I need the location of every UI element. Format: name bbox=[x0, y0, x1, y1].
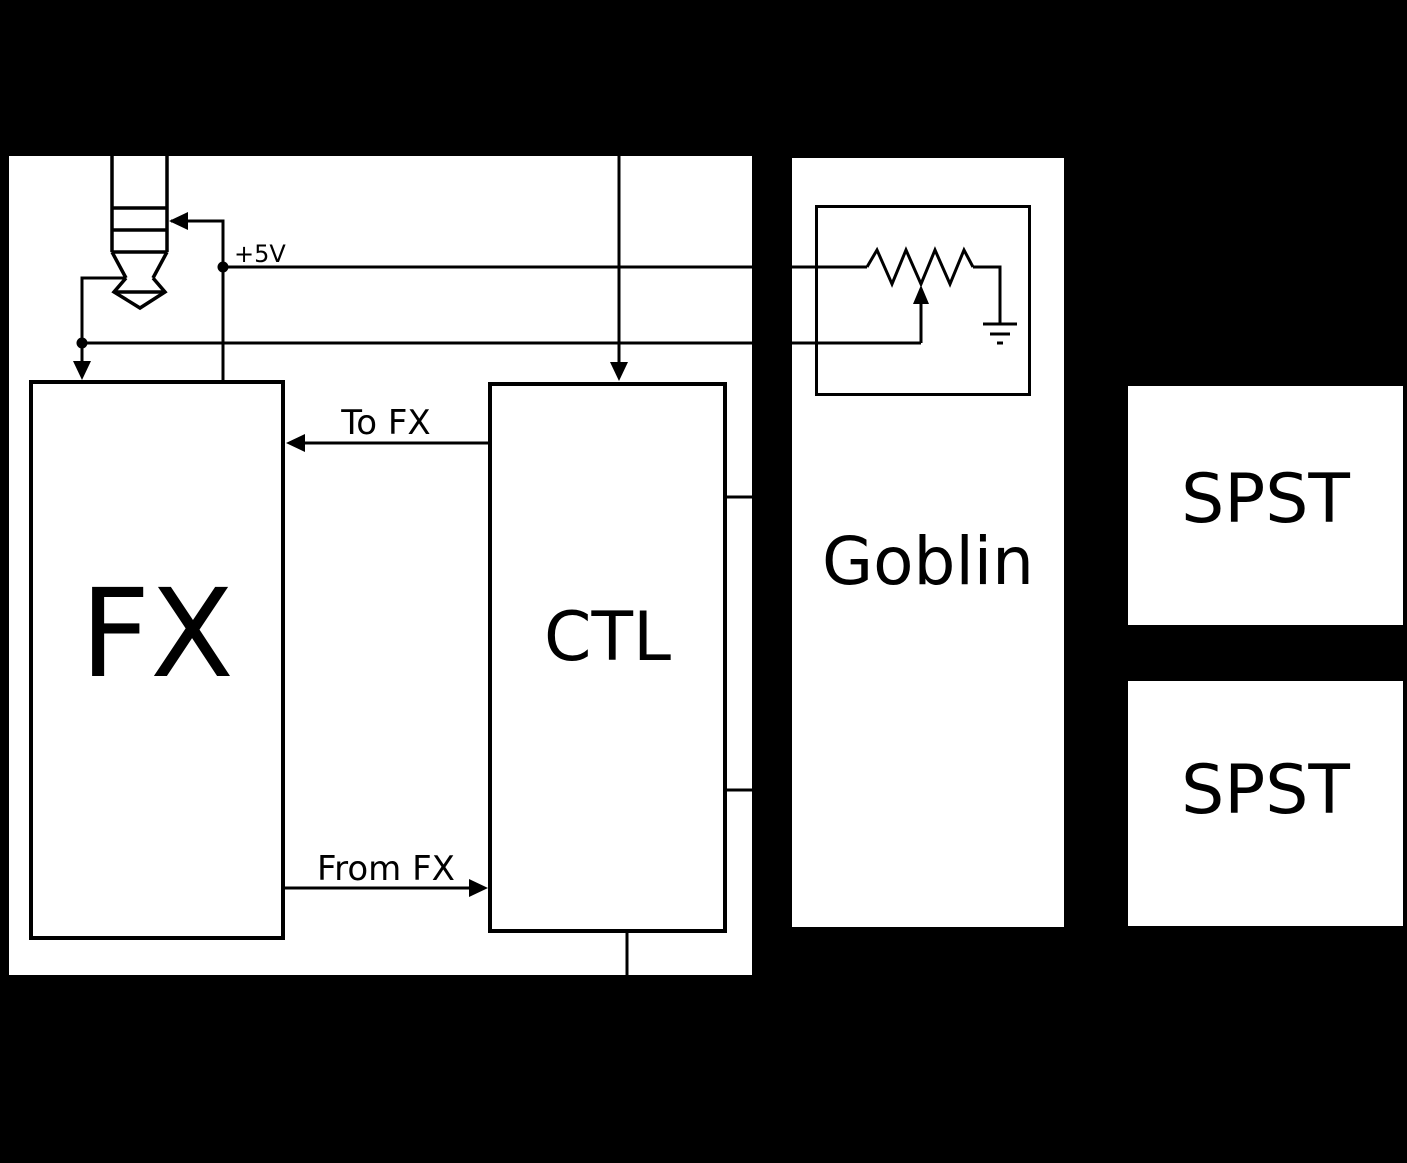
fx-block-label: FX bbox=[80, 563, 234, 705]
ctl-block bbox=[488, 382, 727, 933]
from-fx-wire-label: From FX bbox=[317, 849, 455, 889]
spst-switch-box-2 bbox=[1125, 678, 1406, 929]
spst-switch-2-label: SPST bbox=[1181, 751, 1350, 830]
potentiometer-box bbox=[815, 205, 1031, 396]
ctl-block-label: CTL bbox=[544, 598, 671, 677]
spst-switch-1-label: SPST bbox=[1181, 460, 1350, 539]
to-fx-wire-label: To FX bbox=[341, 403, 431, 443]
spst-switch-box-1 bbox=[1125, 383, 1406, 628]
fx-block bbox=[29, 380, 285, 940]
supply-rail-label: +5V bbox=[234, 240, 286, 268]
goblin-panel-label: Goblin bbox=[822, 523, 1034, 600]
